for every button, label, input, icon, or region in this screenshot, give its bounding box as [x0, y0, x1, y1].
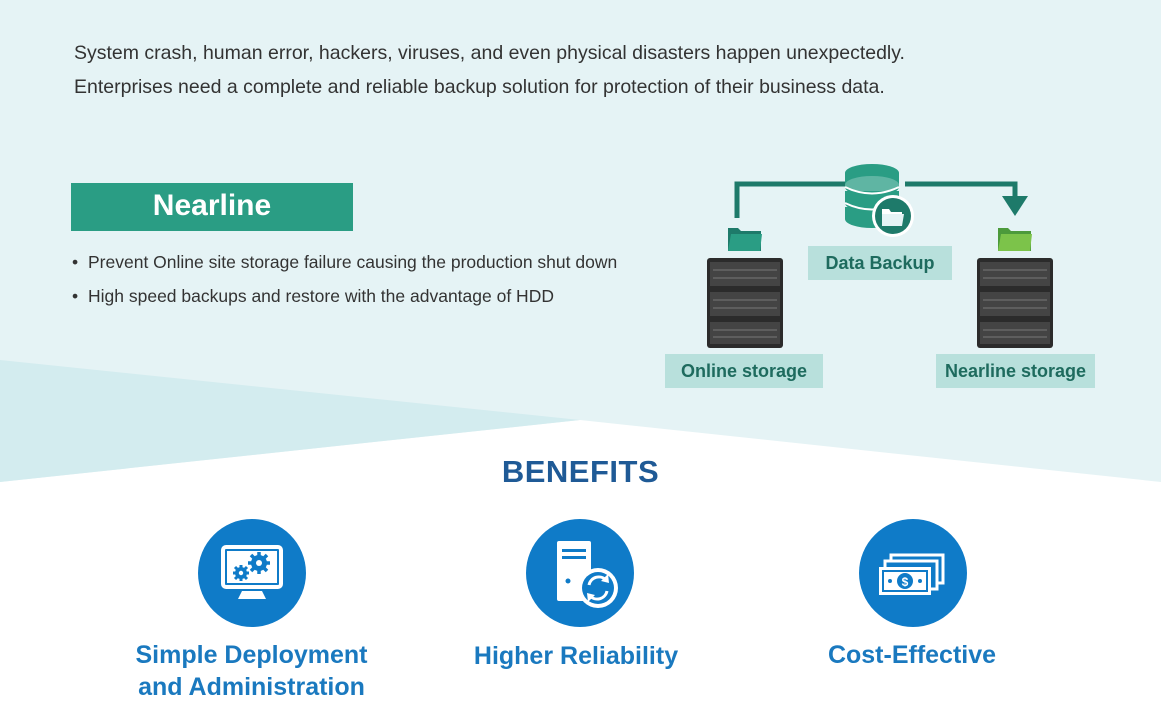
online-server-icon [707, 258, 783, 348]
folder-badge-icon [872, 195, 914, 237]
nearline-bullet-list: •Prevent Online site storage failure cau… [72, 250, 642, 318]
intro-line-2: Enterprises need a complete and reliable… [74, 76, 885, 98]
server-sync-icon [526, 519, 634, 627]
nearline-storage-label: Nearline storage [936, 354, 1095, 388]
nearline-banner: Nearline [71, 183, 353, 231]
online-storage-label: Online storage [665, 354, 823, 388]
svg-text:$: $ [902, 575, 909, 589]
benefit-label-simple-deployment: Simple Deployment and Administration [110, 639, 393, 703]
bullet-text: High speed backups and restore with the … [88, 286, 554, 306]
benefit-label-cost-effective: Cost-Effective [772, 639, 1052, 671]
nearline-server-icon [977, 258, 1053, 348]
monitor-gears-icon [198, 519, 306, 627]
benefit-label-line: and Administration [138, 673, 365, 701]
intro-line-1: System crash, human error, hackers, viru… [74, 42, 905, 64]
benefits-title: BENEFITS [501, 454, 660, 489]
benefit-label-line: Higher Reliability [473, 642, 679, 670]
intro-text: System crash, human error, hackers, viru… [74, 36, 1074, 104]
benefit-label-line: Simple Deployment [135, 641, 368, 669]
bullet-text: Prevent Online site storage failure caus… [88, 252, 618, 272]
data-backup-label: Data Backup [808, 246, 952, 280]
cash-stack-icon: $ [859, 519, 967, 627]
bullet-item: •High speed backups and restore with the… [72, 286, 554, 306]
folder-icon [728, 228, 762, 251]
backup-arrow [734, 181, 1028, 218]
bullet-item: •Prevent Online site storage failure cau… [72, 252, 618, 272]
folder-icon [998, 228, 1032, 251]
benefit-label-higher-reliability: Higher Reliability [436, 640, 716, 672]
benefit-label-line: Cost-Effective [827, 641, 997, 669]
